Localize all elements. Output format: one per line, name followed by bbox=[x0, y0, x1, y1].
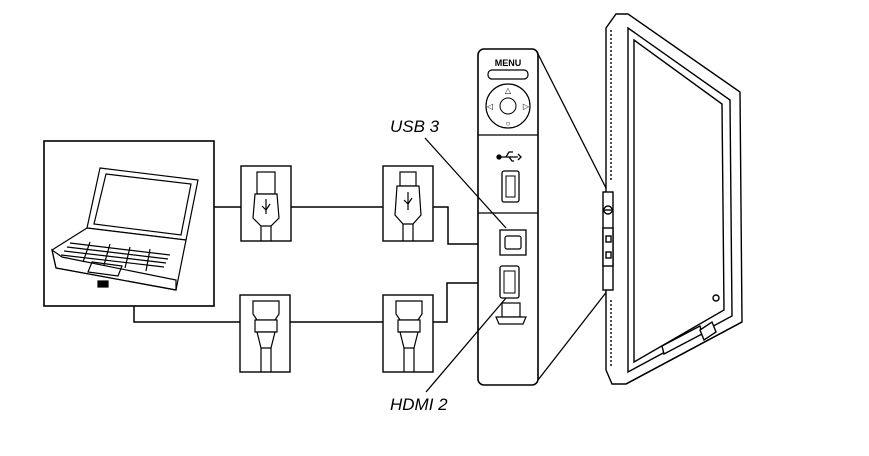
connection-panel: MENU △ ◁ ▷ ○ bbox=[477, 48, 539, 386]
zoom-lines bbox=[537, 53, 609, 381]
laptop-icon bbox=[51, 167, 199, 291]
arrow-down-icon: ○ bbox=[506, 119, 511, 128]
usb-icon bbox=[261, 199, 271, 214]
arrow-up-icon: △ bbox=[505, 86, 512, 95]
arrow-right-icon: ▷ bbox=[523, 102, 530, 111]
usb-icon bbox=[496, 151, 522, 162]
hdmi-callout-label: HDMI 2 bbox=[390, 395, 448, 414]
cable-lines bbox=[133, 206, 500, 323]
menu-button[interactable] bbox=[487, 69, 529, 80]
arrow-left-icon: ◁ bbox=[487, 102, 494, 111]
hdmi-leader-line bbox=[425, 297, 507, 393]
usb-a-connector-box bbox=[240, 165, 292, 242]
menu-label: MENU bbox=[495, 58, 522, 68]
interactive-display bbox=[602, 13, 743, 385]
usb-leader-line bbox=[424, 137, 507, 229]
usb-b-connector-box bbox=[382, 165, 434, 242]
hdmi-connector-box-right bbox=[382, 294, 434, 373]
laptop-icon bbox=[495, 302, 527, 325]
hdmi-connector-box-left bbox=[239, 294, 291, 373]
navigation-dpad[interactable]: △ ◁ ▷ ○ bbox=[485, 83, 531, 129]
usb-callout-label: USB 3 bbox=[390, 117, 440, 136]
laptop-box bbox=[43, 140, 215, 307]
usb-icon bbox=[403, 192, 413, 210]
